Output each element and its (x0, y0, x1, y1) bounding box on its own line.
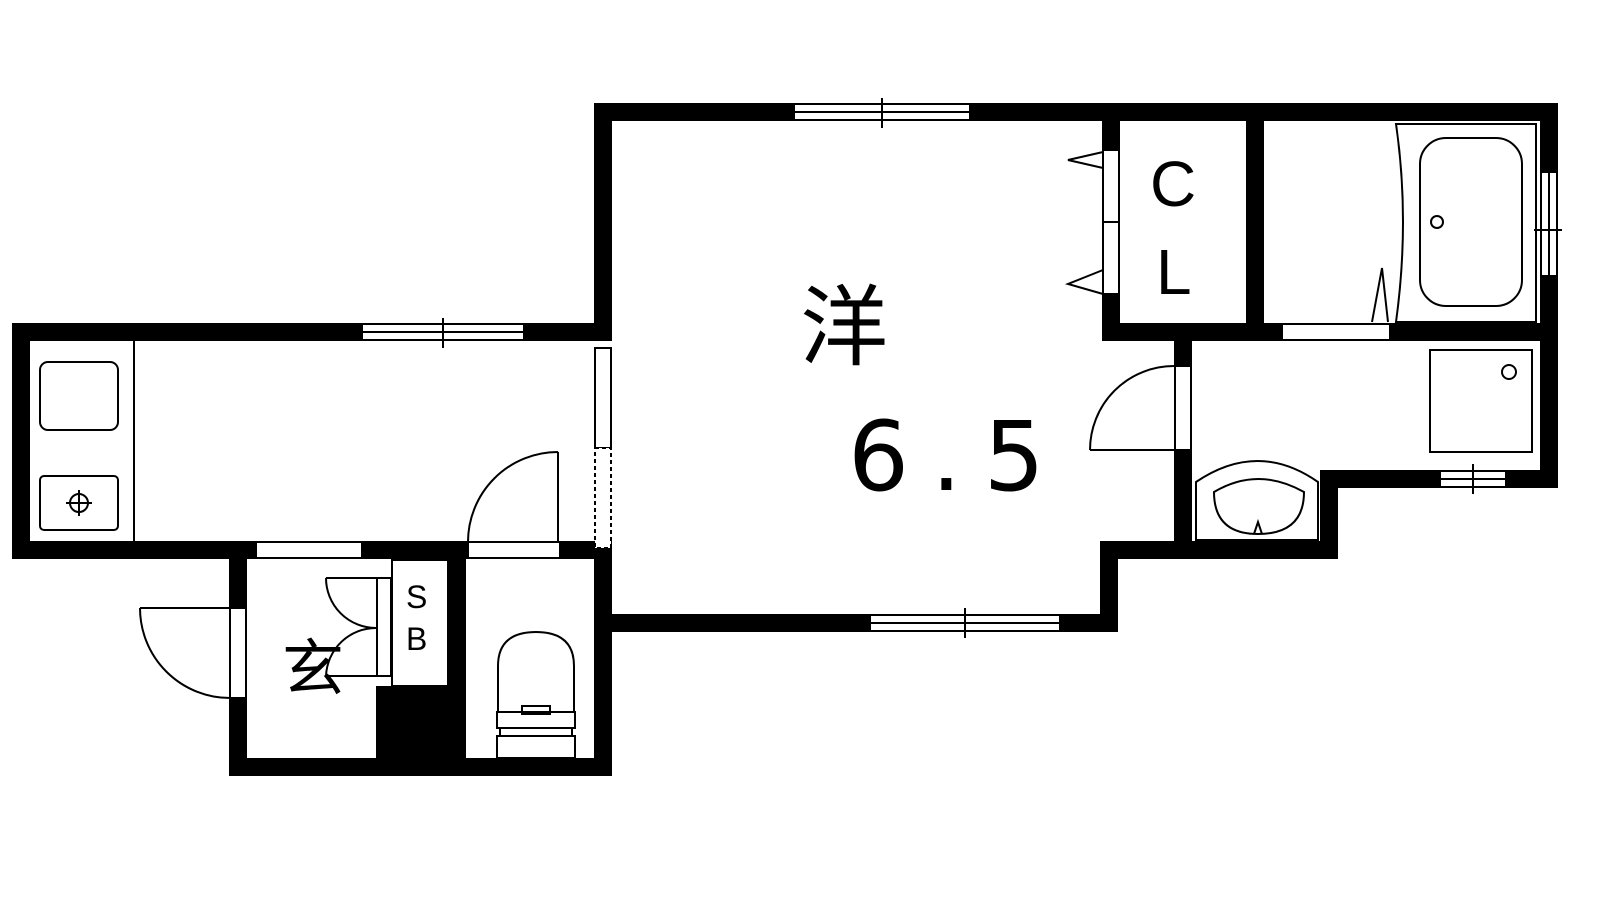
opening-washroom-door (1174, 365, 1192, 451)
window-icon (793, 98, 971, 128)
stove-burner-icon (39, 475, 119, 531)
wall-closet-bottom (1102, 323, 1282, 341)
entrance-label: 玄 (282, 632, 344, 705)
window-icon (1534, 171, 1562, 277)
closet-door-lower[interactable] (1102, 221, 1120, 295)
door-swing-icon[interactable] (325, 577, 377, 677)
wall-entrance-bottom (229, 758, 612, 776)
shoebox-label-b: B (406, 621, 427, 657)
door-swing-icon[interactable] (1089, 365, 1175, 451)
wall-toilet-left (448, 559, 466, 758)
washing-machine-pan-icon (1429, 349, 1533, 453)
window-icon (869, 608, 1061, 638)
washbasin-icon (1195, 460, 1319, 541)
wall-shoebox-base (376, 686, 448, 758)
windows (361, 98, 1562, 638)
door-swings (139, 151, 1175, 699)
wall-closet-right (1246, 103, 1264, 341)
door-swing-icon[interactable] (467, 451, 559, 543)
wall-wash-right (1540, 323, 1558, 488)
opening-entrance-top (255, 541, 363, 559)
toilet-icon (496, 630, 576, 759)
western-room-label: 洋 (800, 276, 888, 379)
opening-toilet-top (467, 541, 561, 559)
wall-wash-step (1320, 470, 1338, 559)
wall-room-step-v (1100, 541, 1118, 632)
wall-wash-bottom2 (1174, 541, 1338, 559)
bathtub-icon (1371, 123, 1537, 323)
closet-label-c: C (1150, 148, 1196, 220)
closet-fold-icon (1064, 151, 1104, 295)
sink-icon (39, 361, 119, 431)
opening-front-door (229, 607, 247, 699)
shoe-box (391, 559, 449, 687)
western-room-size: 6.5 (848, 401, 1067, 513)
window-icon (1439, 464, 1507, 494)
shoebox-label-s: S (406, 579, 427, 615)
opening-bath-door (1281, 323, 1391, 341)
sliding-door-kitchen-room[interactable] (594, 347, 612, 449)
wall-room-step-h (1100, 541, 1192, 559)
window-icon (361, 318, 525, 348)
room-labels: 洋 6.5 C L S B 玄 (282, 148, 1196, 705)
door-swing-icon[interactable] (139, 607, 231, 699)
closet-door-upper[interactable] (1102, 149, 1120, 223)
closet-label-l: L (1156, 236, 1192, 308)
openings (229, 149, 1391, 699)
wall-kitchen-left (12, 323, 30, 559)
kitchen-counter (39, 341, 135, 541)
shoebox-door[interactable] (376, 577, 392, 677)
wall-room-top (594, 103, 1558, 121)
wall-room-left-lower (594, 541, 612, 632)
sliding-door-kitchen-room-2[interactable] (594, 447, 612, 549)
wall-room-left (594, 103, 612, 341)
